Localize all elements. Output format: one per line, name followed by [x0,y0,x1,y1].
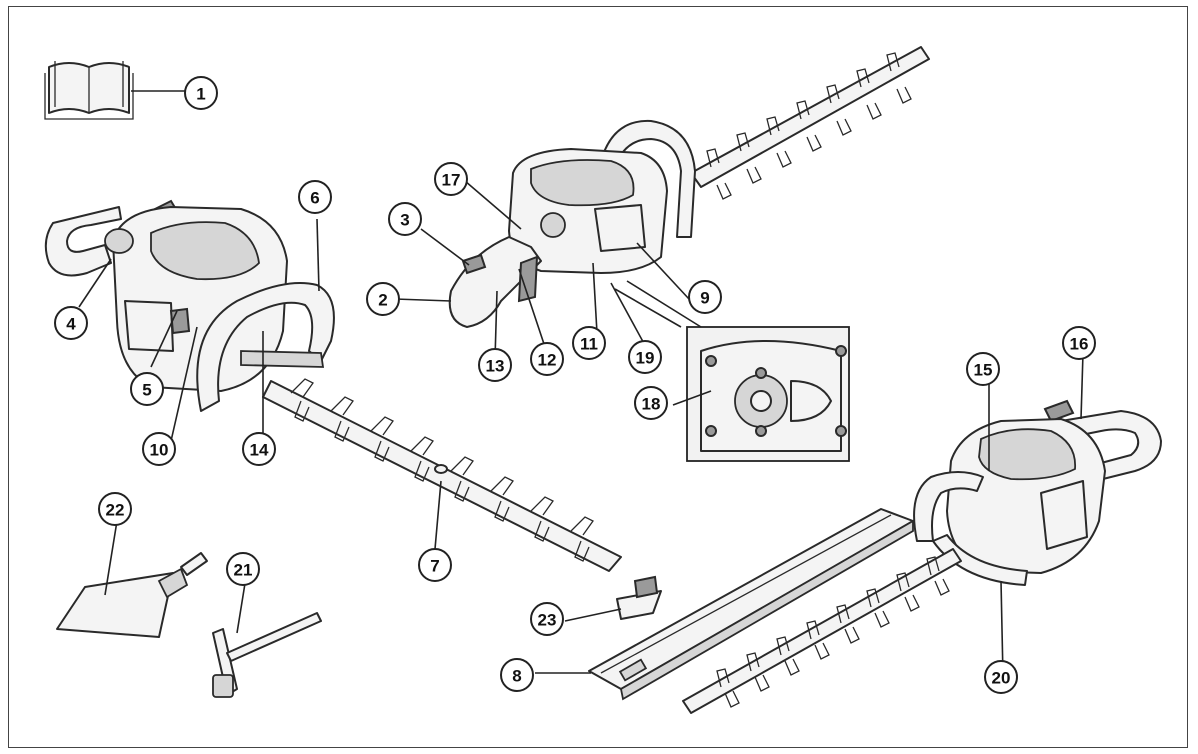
callout-label: 12 [538,351,557,370]
callout-circle [634,386,668,420]
callout-circle [628,340,662,374]
callout-18: 18 [634,386,668,420]
callout-circle [226,552,260,586]
callout-label: 23 [538,611,557,630]
callout-label: 1 [196,85,205,104]
callout-21: 21 [226,552,260,586]
callout-circle [142,432,176,466]
callout-label: 19 [636,349,655,368]
callout-label: 21 [234,561,253,580]
callout-circle [530,342,564,376]
callout-label: 8 [512,667,521,686]
hedge-trimmer-top [448,46,930,328]
callout-3: 3 [388,202,422,236]
callout-label: 3 [400,211,409,230]
callout-label: 5 [142,381,151,400]
callout-10: 10 [142,432,176,466]
callout-circle [500,658,534,692]
callout-circle [130,372,164,406]
callout-7: 7 [418,548,452,582]
grease-tube [56,552,208,638]
callout-6: 6 [298,180,332,214]
callout-12: 12 [530,342,564,376]
hedge-trimmer-right [682,399,1162,714]
callout-circle [478,348,512,382]
spark-plug-wrench [212,612,322,698]
callout-label: 6 [310,189,319,208]
callout-circle [388,202,422,236]
callout-circle [366,282,400,316]
callout-11: 11 [572,326,606,360]
blade-clip [616,575,662,620]
callout-circle [1062,326,1096,360]
callout-15: 15 [966,352,1000,386]
callout-label: 18 [642,395,661,414]
callout-label: 22 [106,501,125,520]
callout-circle [572,326,606,360]
callout-label: 15 [974,361,993,380]
callout-1: 1 [184,76,218,110]
callout-9: 9 [688,280,722,314]
callout-label: 14 [250,441,269,460]
callout-label: 2 [378,291,387,310]
callout-circle [688,280,722,314]
leader-lines [78,90,1084,678]
callout-label: 7 [430,557,439,576]
callout-circle [98,492,132,526]
callout-14: 14 [242,432,276,466]
callout-label: 4 [66,315,76,334]
callout-2: 2 [366,282,400,316]
callout-23: 23 [530,602,564,636]
callout-circle [54,306,88,340]
callout-19: 19 [628,340,662,374]
callout-label: 11 [580,335,598,354]
callout-17: 17 [434,162,468,196]
callout-5: 5 [130,372,164,406]
callout-circle [984,660,1018,694]
callout-circle [184,76,218,110]
callout-label: 17 [442,171,461,190]
callout-label: 10 [150,441,169,460]
blade-guard [588,508,914,701]
callout-16: 16 [1062,326,1096,360]
callout-label: 16 [1070,335,1089,354]
callout-circle [298,180,332,214]
callout-label: 13 [486,357,505,376]
callout-label: 20 [992,669,1011,688]
callout-circle [530,602,564,636]
callout-circle [966,352,1000,386]
callout-13: 13 [478,348,512,382]
callout-label: 9 [700,289,709,308]
callout-20: 20 [984,660,1018,694]
gear-detail-inset [686,326,850,462]
callout-22: 22 [98,492,132,526]
callout-circle [242,432,276,466]
callout-circle [418,548,452,582]
callout-circle [434,162,468,196]
manual-book-icon [44,61,134,120]
callout-8: 8 [500,658,534,692]
hedge-trimmer-left [44,199,622,572]
callout-4: 4 [54,306,88,340]
